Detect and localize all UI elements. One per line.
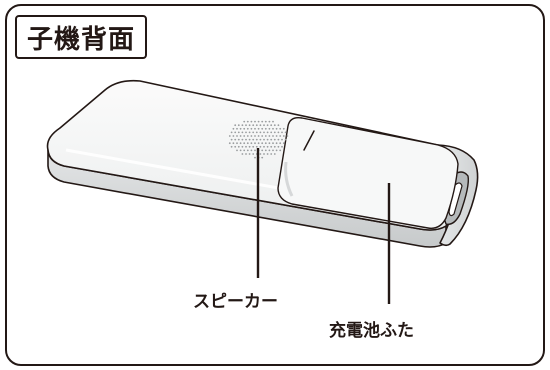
battery-cover-label: 充電池ふた bbox=[329, 321, 414, 341]
battery-cover bbox=[277, 116, 459, 229]
speaker-grille bbox=[228, 120, 289, 159]
speaker-label: スピーカー bbox=[193, 292, 278, 312]
figure-title: 子機背面 bbox=[15, 15, 148, 59]
